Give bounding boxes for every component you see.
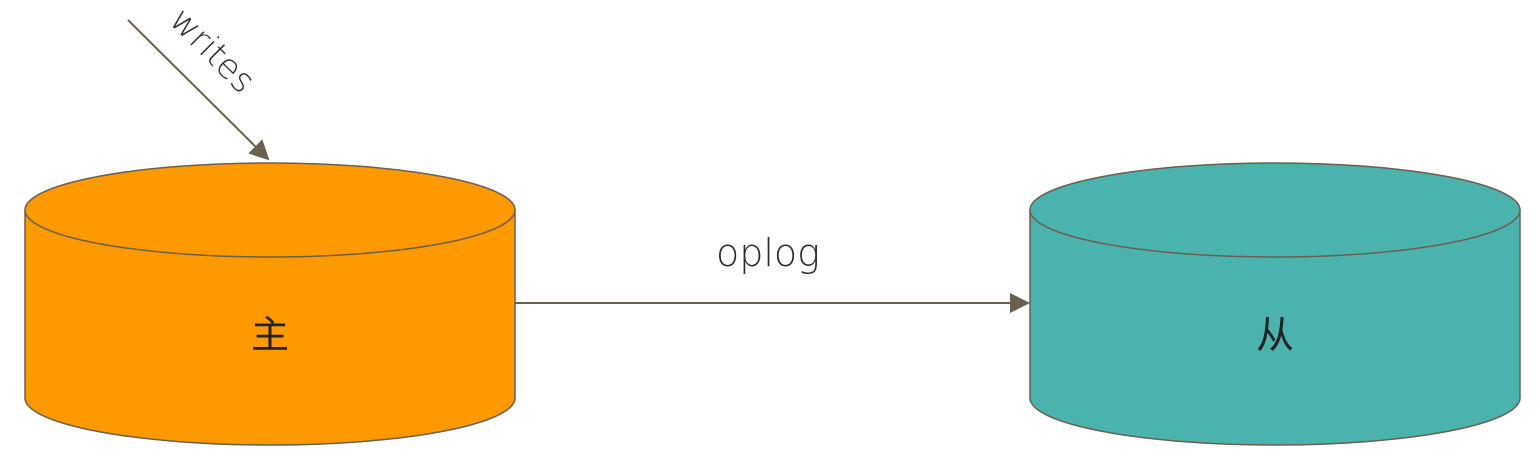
secondary-cylinder-body — [1029, 209, 1521, 446]
primary-cylinder: 主 — [24, 162, 516, 446]
secondary-cylinder: 从 — [1029, 162, 1521, 446]
oplog-edge: oplog — [515, 231, 1030, 313]
writes-label: writes — [162, 0, 263, 101]
primary-label: 主 — [251, 313, 289, 357]
secondary-label: 从 — [1256, 313, 1294, 357]
secondary-cylinder-top — [1029, 162, 1521, 258]
primary-cylinder-body — [24, 209, 516, 446]
primary-cylinder-top — [24, 162, 516, 258]
writes-arrow — [127, 19, 270, 161]
writes-edge: writes — [127, 0, 270, 161]
oplog-label: oplog — [716, 231, 820, 275]
